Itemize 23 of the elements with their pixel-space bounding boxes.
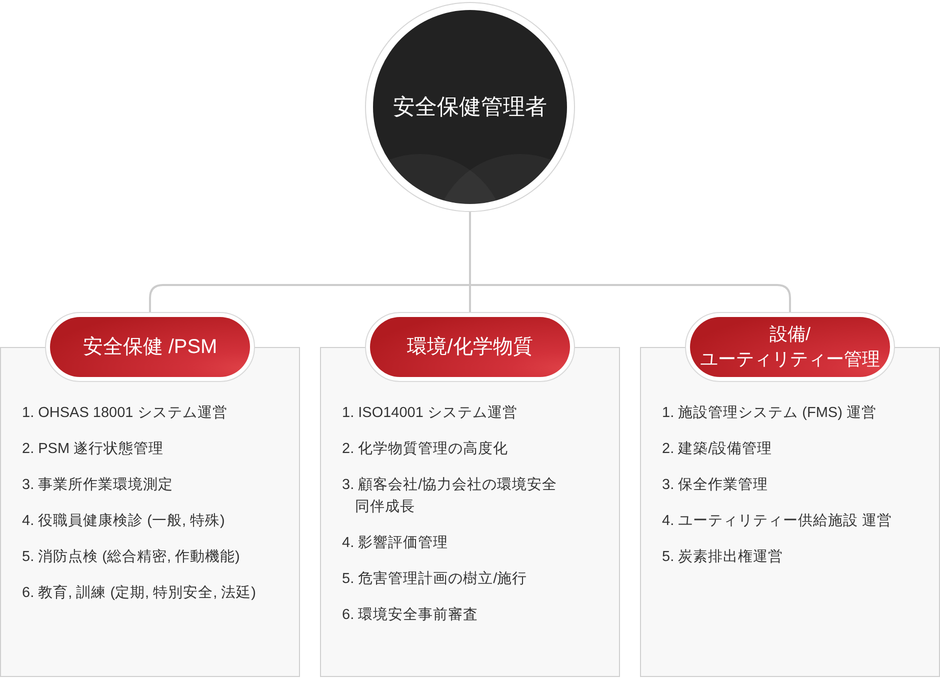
category-title: 環境/化学物質 <box>407 334 533 360</box>
task-panel <box>640 347 940 677</box>
task-item: 3. 顧客会社/協力会社の環境安全同伴成長 <box>342 476 558 517</box>
task-item: 3. 保全作業管理 <box>662 476 768 495</box>
task-item: 4. 役職員健康検診 (一般, 特殊) <box>22 512 225 531</box>
task-item: 1. 施設管理システム (FMS) 運営 <box>662 404 876 423</box>
title-circle <box>365 2 575 212</box>
task-item: 4. 影響評価管理 <box>342 534 448 553</box>
task-item: 1. OHSAS 18001 システム運営 <box>22 404 228 423</box>
task-item: 5. 危害管理計画の樹立/施行 <box>342 570 528 589</box>
task-item: 5. 消防点検 (総合精密, 作動機能) <box>22 548 240 567</box>
task-item: 2. 建築/設備管理 <box>662 440 772 459</box>
circle-title: 安全保健管理者 <box>393 93 547 121</box>
task-item: 3. 事業所作業環境測定 <box>22 476 174 495</box>
task-item: 6. 環境安全事前審査 <box>342 606 478 625</box>
task-item: 4. ユーティリティー供給施設 運営 <box>662 512 892 531</box>
task-item: 2. PSM 遂行状態管理 <box>22 440 164 459</box>
task-item: 6. 教育, 訓練 (定期, 特別安全, 法廷) <box>22 584 256 603</box>
task-item: 1. ISO14001 システム運営 <box>342 404 518 423</box>
category-title: 安全保健 /PSM <box>82 334 218 360</box>
task-item: 5. 炭素排出権運営 <box>662 548 784 567</box>
task-item: 2. 化学物質管理の高度化 <box>342 440 508 459</box>
category-title: 設備/ユーティリティー管理 <box>699 323 881 371</box>
